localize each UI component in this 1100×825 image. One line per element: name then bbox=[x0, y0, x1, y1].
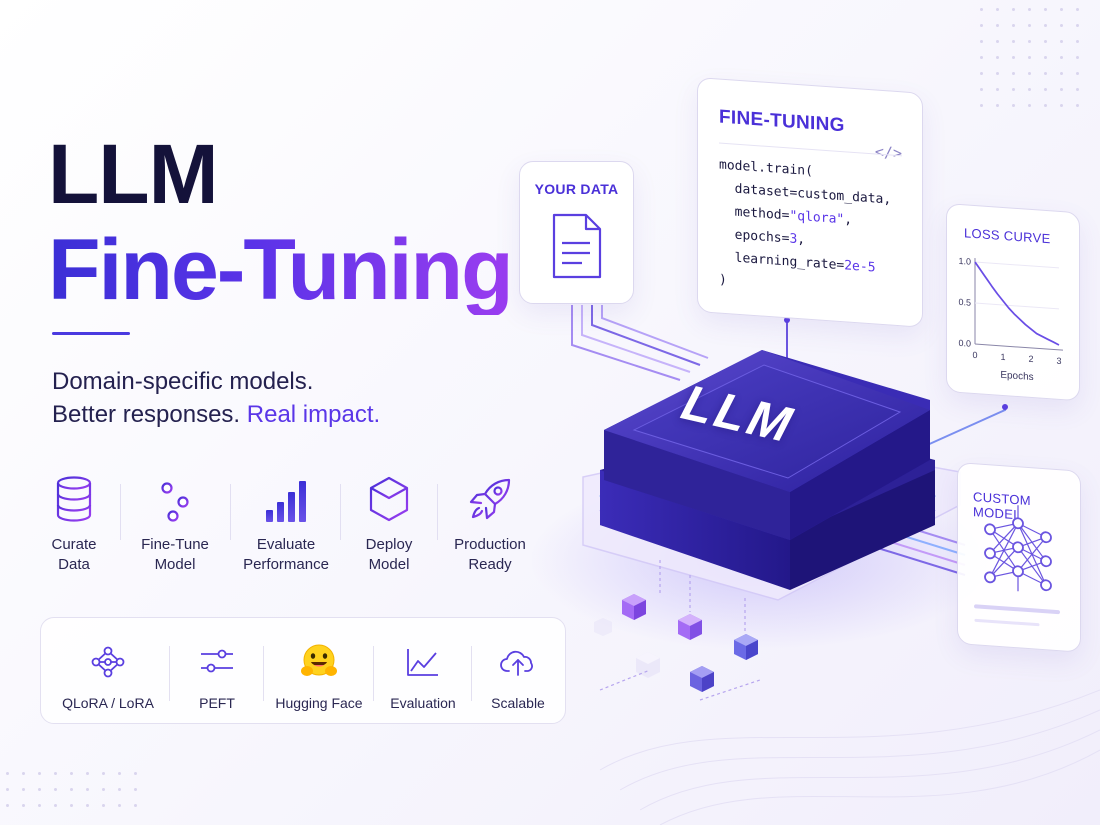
code-punct: , bbox=[797, 232, 806, 248]
tech-stack-panel: QLoRA / LoRA PEFT Hugging Face Evaluatio… bbox=[40, 617, 566, 724]
step-label-line2: Model bbox=[368, 556, 410, 573]
step-divider bbox=[340, 484, 341, 540]
y-tick-label: 0.0 bbox=[958, 338, 971, 349]
step-label-line2: Performance bbox=[243, 556, 329, 573]
tagline-accent: Real impact. bbox=[246, 401, 381, 428]
step-label-line1: Deploy bbox=[365, 536, 413, 553]
code-value: "qlora" bbox=[789, 208, 845, 228]
code-line: model.train( bbox=[719, 157, 813, 180]
line-chart-icon bbox=[375, 642, 471, 682]
document-icon bbox=[552, 213, 602, 284]
headline-underline bbox=[52, 332, 130, 335]
code-line: ) bbox=[719, 272, 727, 289]
tech-hugging-face: Hugging Face bbox=[265, 618, 373, 723]
tech-label: QLoRA / LoRA bbox=[62, 695, 154, 711]
bar-chart-icon bbox=[234, 470, 338, 522]
tech-qlora-lora: QLoRA / LoRA bbox=[49, 618, 167, 723]
tech-divider bbox=[471, 646, 472, 701]
tech-peft: PEFT bbox=[171, 618, 263, 723]
x-tick-label: 1 bbox=[1000, 352, 1005, 362]
tagline: Domain-specific models. Better responses… bbox=[52, 365, 380, 431]
tech-label: Scalable bbox=[491, 695, 545, 711]
code-key: epochs= bbox=[734, 227, 790, 247]
step-label-line2: Model bbox=[154, 556, 196, 573]
tagline-line1: Domain-specific models. bbox=[52, 368, 314, 395]
headline-llm: LLM bbox=[48, 127, 219, 221]
network-icon bbox=[49, 642, 167, 682]
y-tick-label: 0.5 bbox=[958, 297, 971, 308]
code-snippet: model.train( dataset=custom_data, method… bbox=[719, 154, 891, 304]
cloud-upload-icon bbox=[473, 642, 563, 682]
x-tick-label: 3 bbox=[1056, 356, 1061, 366]
gridline bbox=[975, 302, 1059, 310]
database-icon bbox=[22, 470, 126, 522]
fine-tuning-title: FINE-TUNING bbox=[719, 106, 845, 137]
code-key: learning_rate= bbox=[734, 250, 845, 274]
floating-cubes bbox=[594, 560, 761, 701]
step-label-line1: Fine-Tune bbox=[141, 536, 209, 553]
hugging-face-emoji-icon bbox=[265, 642, 373, 682]
x-tick-label: 0 bbox=[972, 350, 977, 360]
wire-loss-curve bbox=[904, 404, 1008, 456]
sliders-icon bbox=[123, 470, 227, 522]
tech-evaluation: Evaluation bbox=[375, 618, 471, 723]
tech-label: Hugging Face bbox=[275, 695, 363, 711]
code-value: 2e-5 bbox=[844, 258, 876, 276]
wire-fine-tuning bbox=[784, 317, 790, 360]
code-key: method= bbox=[734, 204, 790, 224]
tech-divider bbox=[373, 646, 374, 701]
dot-grid-top-right bbox=[980, 8, 1090, 118]
dot-grid-bottom-left bbox=[6, 772, 146, 822]
step-label-line1: Evaluate bbox=[256, 536, 316, 553]
cube-icon bbox=[337, 470, 441, 522]
loss-series-line bbox=[974, 261, 1060, 346]
step-divider bbox=[437, 484, 438, 540]
code-icon: </> bbox=[874, 142, 902, 163]
gridline bbox=[975, 261, 1059, 269]
code-value: custom_data bbox=[797, 186, 884, 208]
wires-your-data bbox=[571, 305, 709, 381]
step-label-line1: Curate bbox=[51, 536, 97, 553]
sliders-icon bbox=[171, 642, 263, 682]
tech-scalable: Scalable bbox=[473, 618, 563, 723]
x-axis bbox=[975, 343, 1063, 351]
tagline-line2: Better responses. Real impact. bbox=[52, 398, 380, 431]
x-axis-label: Epochs bbox=[1000, 370, 1033, 383]
code-punct: , bbox=[844, 212, 853, 228]
tech-divider bbox=[169, 646, 170, 701]
code-key: dataset= bbox=[734, 181, 798, 202]
neural-network-icon bbox=[974, 505, 1060, 627]
y-tick-label: 1.0 bbox=[958, 256, 971, 267]
code-punct: , bbox=[883, 192, 892, 208]
x-tick-label: 2 bbox=[1028, 354, 1033, 364]
tagline-plain: Better responses. bbox=[52, 401, 241, 428]
your-data-title: YOUR DATA bbox=[534, 181, 619, 197]
tech-label: PEFT bbox=[199, 695, 235, 711]
step-label-line1: Production bbox=[454, 536, 526, 553]
headline-fine-tuning: Fine-Tuning bbox=[48, 222, 514, 318]
decorative-waves bbox=[599, 689, 1100, 825]
step-label-line2: Ready bbox=[468, 556, 512, 573]
rocket-icon bbox=[438, 470, 542, 522]
llm-chip bbox=[582, 350, 961, 601]
fine-tuning-card: FINE-TUNING </> model.train( dataset=cus… bbox=[697, 77, 923, 328]
step-divider bbox=[120, 484, 121, 540]
your-data-card: YOUR DATA bbox=[519, 161, 634, 304]
step-label-line2: Data bbox=[58, 556, 90, 573]
custom-model-card: CUSTOM MODEL bbox=[957, 462, 1081, 653]
tech-divider bbox=[263, 646, 264, 701]
tech-label: Evaluation bbox=[390, 695, 456, 711]
step-divider bbox=[230, 484, 231, 540]
